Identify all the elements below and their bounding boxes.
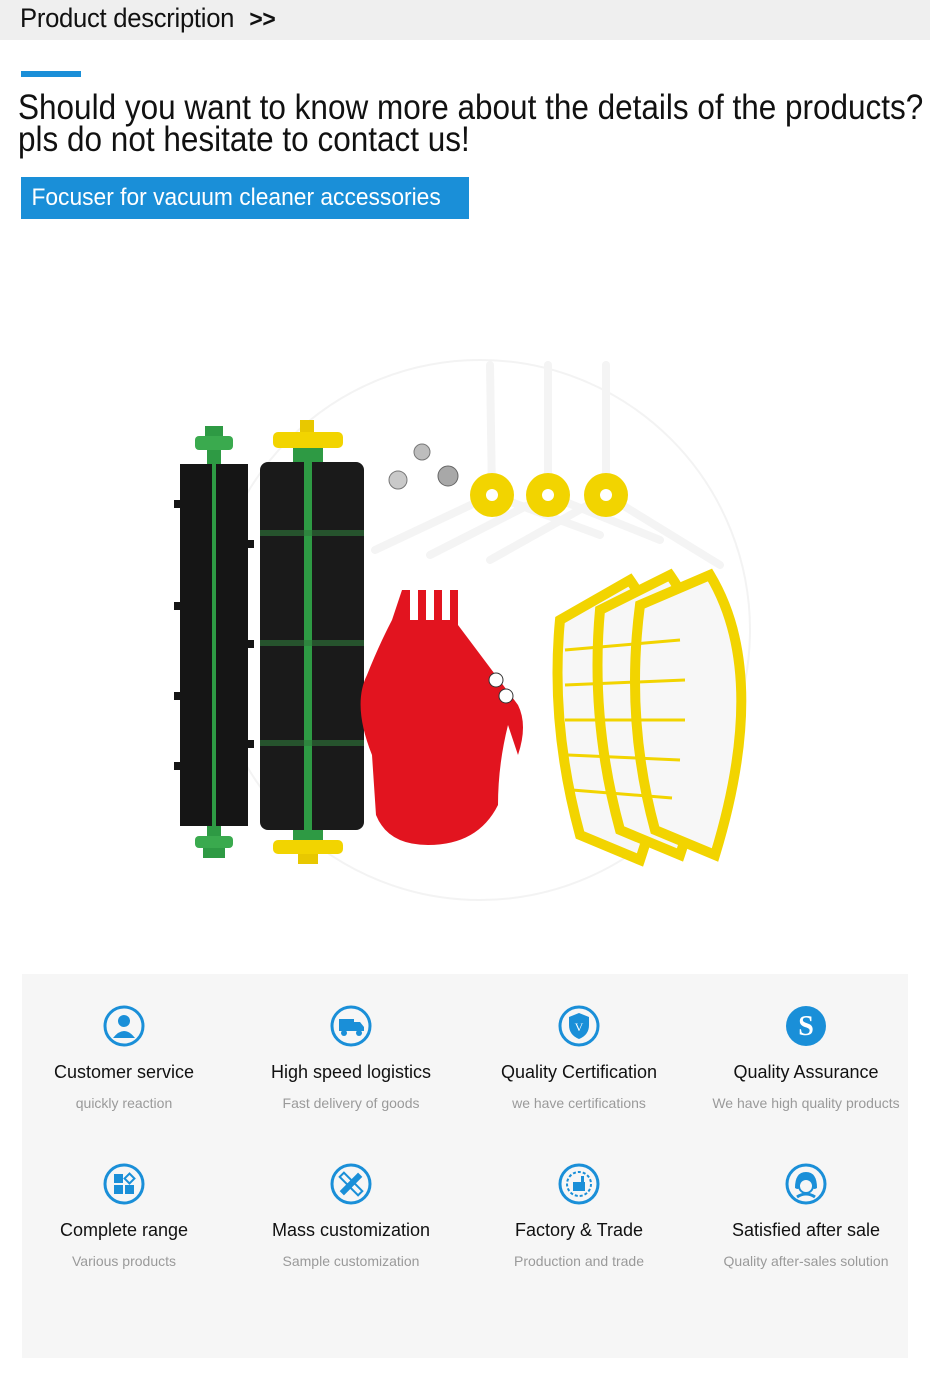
feature-logistics: High speed logistics Fast delivery of go…	[238, 1004, 464, 1111]
features-panel: Customer service quickly reaction High s…	[22, 974, 908, 1358]
feature-title: Quality Assurance	[733, 1062, 879, 1082]
filters	[552, 568, 747, 867]
feature-complete-range: Complete range Various products	[11, 1162, 237, 1269]
svg-text:V: V	[575, 1020, 584, 1034]
accent-line	[21, 71, 81, 77]
feature-title: Satisfied after sale	[731, 1220, 881, 1240]
product-image	[174, 359, 751, 901]
banner-label: Focuser for vacuum cleaner accessories	[31, 184, 441, 211]
smiling-agent-icon	[784, 1162, 828, 1206]
screws	[388, 443, 459, 490]
pencil-ruler-icon	[329, 1162, 373, 1206]
feature-quality-assurance: S Quality Assurance We have high quality…	[693, 1004, 919, 1111]
side-brushes	[371, 361, 724, 569]
feature-subtitle: Fast delivery of goods	[282, 1095, 420, 1111]
section-title: Product description >>	[20, 3, 276, 34]
feature-after-sale: Satisfied after sale Quality after-sales…	[693, 1162, 919, 1269]
feature-title: High speed logistics	[270, 1062, 432, 1082]
feature-subtitle: Sample customization	[282, 1253, 420, 1269]
feature-subtitle: We have high quality products	[712, 1095, 900, 1111]
section-title-text: Product description	[20, 3, 235, 33]
feature-customer-service: Customer service quickly reaction	[11, 1004, 237, 1111]
feature-subtitle: Production and trade	[514, 1253, 644, 1269]
quality-s-icon: S	[784, 1004, 828, 1048]
feature-subtitle: quickly reaction	[75, 1095, 173, 1111]
svg-text:S: S	[798, 1011, 814, 1042]
feature-title: Quality Certification	[500, 1062, 658, 1082]
section-header: Product description >>	[0, 0, 930, 40]
side-brush-hubs	[470, 473, 628, 517]
feature-quality-certification: V Quality Certification we have certific…	[466, 1004, 692, 1111]
section-arrows: >>	[249, 6, 276, 33]
grid-icon	[102, 1162, 146, 1206]
feature-title: Complete range	[59, 1220, 189, 1240]
shield-icon: V	[557, 1004, 601, 1048]
truck-icon	[329, 1004, 373, 1048]
feature-title: Factory & Trade	[514, 1220, 644, 1240]
feature-title: Customer service	[53, 1062, 195, 1082]
feature-mass-customization: Mass customization Sample customization	[238, 1162, 464, 1269]
headline: Should you want to know more about the d…	[18, 88, 924, 159]
beater-brush	[174, 426, 254, 858]
feature-subtitle: Various products	[71, 1253, 176, 1269]
feature-title: Mass customization	[271, 1220, 431, 1240]
headline-line-2: pls do not hesitate to contact us!	[18, 120, 470, 159]
category-banner: Focuser for vacuum cleaner accessories	[21, 177, 469, 219]
factory-icon	[557, 1162, 601, 1206]
feature-factory-trade: Factory & Trade Production and trade	[466, 1162, 692, 1269]
cleaning-tool	[360, 590, 523, 845]
feature-subtitle: Quality after-sales solution	[723, 1253, 889, 1269]
headline-line-1: Should you want to know more about the d…	[18, 88, 924, 127]
feature-subtitle: we have certifications	[512, 1095, 646, 1111]
bristle-brush	[260, 420, 364, 864]
customer-service-icon	[102, 1004, 146, 1048]
